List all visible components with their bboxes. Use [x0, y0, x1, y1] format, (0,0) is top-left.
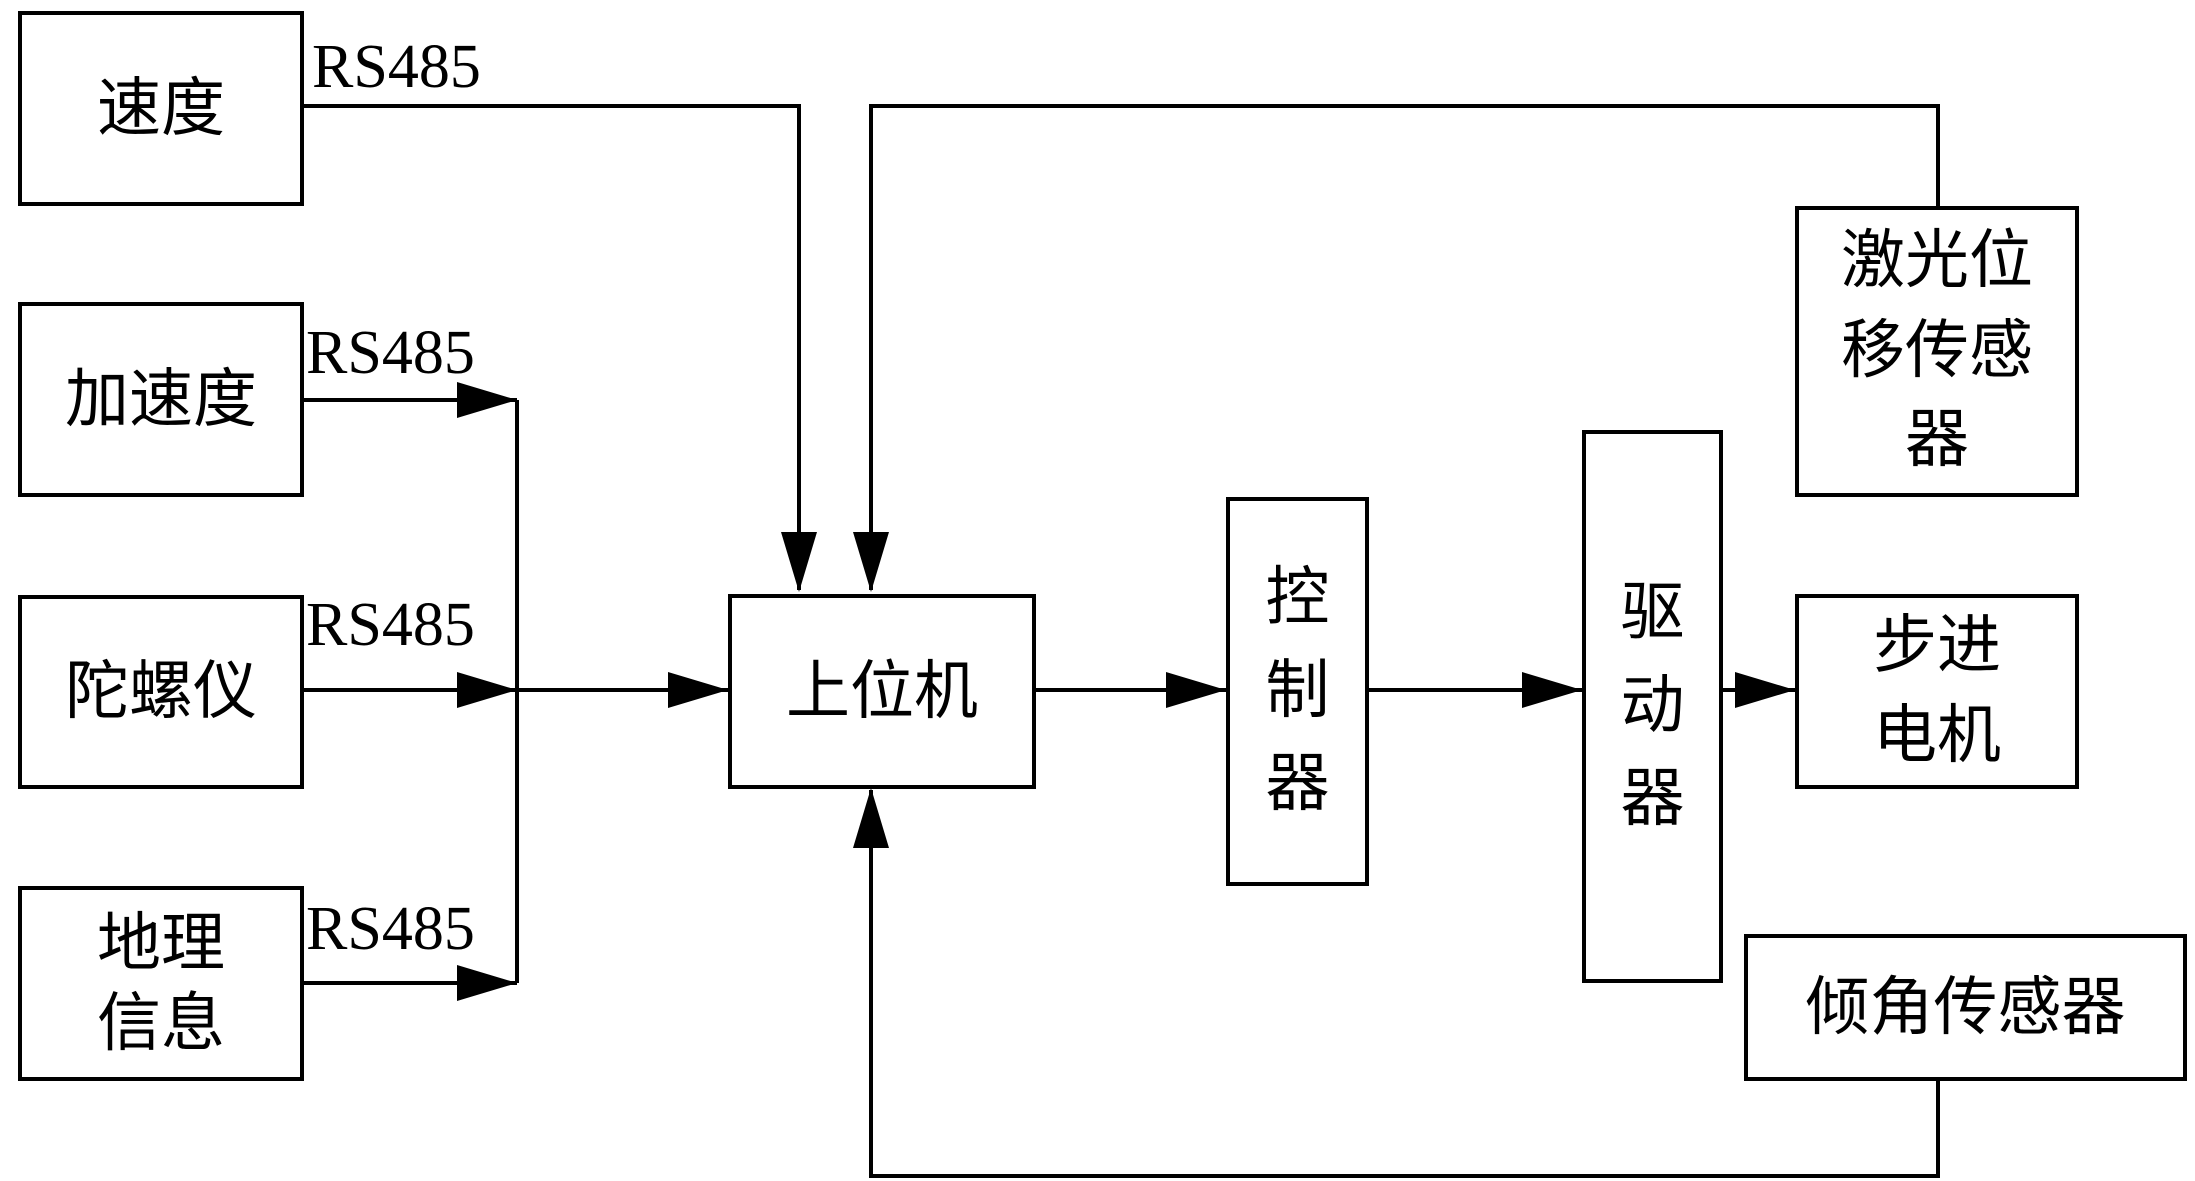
- arrowhead-driver: [1522, 672, 1582, 708]
- node-gyroscope: 陀螺仪: [18, 595, 304, 789]
- edge-speed-to-host: [304, 104, 801, 590]
- node-host-computer-label: 上位机: [786, 654, 978, 729]
- rs485-label-acceleration: RS485: [306, 319, 475, 387]
- node-geo-info-label: 地理信息: [97, 906, 225, 1061]
- edge-tilt-to-host: [869, 790, 1940, 1178]
- arrowhead-controller: [1166, 672, 1226, 708]
- node-geo-info: 地理信息: [18, 886, 304, 1081]
- node-gyroscope-label: 陀螺仪: [65, 655, 257, 729]
- node-stepper-motor: 步进电机: [1795, 594, 2079, 789]
- edge-laser-to-host: [869, 104, 1940, 590]
- node-speed-label: 速度: [97, 71, 225, 146]
- node-host-computer: 上位机: [728, 594, 1036, 789]
- arrowhead-motor: [1735, 672, 1795, 708]
- arrowhead-tilt: [853, 788, 889, 848]
- node-stepper-motor-label: 步进电机: [1873, 608, 2001, 773]
- node-driver: 驱动器: [1582, 430, 1723, 983]
- node-tilt-sensor-label: 倾角传感器: [1805, 970, 2126, 1045]
- node-tilt-sensor: 倾角传感器: [1744, 934, 2187, 1081]
- rs485-label-geo: RS485: [306, 895, 475, 963]
- arrowhead-geo: [457, 965, 517, 1001]
- node-laser-sensor-label: 激光位移传感器: [1841, 224, 2033, 478]
- arrowhead-gyro: [457, 672, 517, 708]
- node-acceleration: 加速度: [18, 302, 304, 497]
- node-controller-label: 控制器: [1265, 561, 1330, 821]
- arrowhead-bus-to-host: [668, 672, 728, 708]
- arrowhead-speed: [781, 532, 817, 592]
- arrowhead-accel: [457, 382, 517, 418]
- node-speed: 速度: [18, 11, 304, 206]
- node-laser-sensor: 激光位移传感器: [1795, 206, 2079, 497]
- node-controller: 控制器: [1226, 497, 1369, 886]
- node-driver-label: 驱动器: [1620, 576, 1685, 836]
- rs485-label-gyroscope: RS485: [306, 591, 475, 659]
- arrowhead-laser: [853, 532, 889, 592]
- rs485-label-speed: RS485: [312, 33, 481, 101]
- node-acceleration-label: 加速度: [65, 362, 257, 437]
